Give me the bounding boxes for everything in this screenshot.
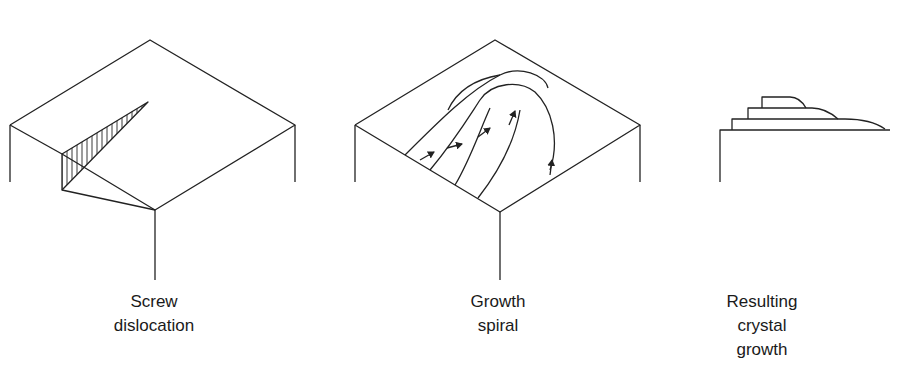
panel-caption: Resulting crystal growth bbox=[719, 290, 805, 362]
screw-dislocation-block bbox=[10, 40, 295, 280]
panel-caption: Growth spiral bbox=[458, 290, 538, 338]
panel-caption: Screw dislocation bbox=[104, 290, 204, 338]
growth-spiral-block bbox=[355, 40, 640, 280]
crystal-growth-profile bbox=[720, 97, 890, 182]
